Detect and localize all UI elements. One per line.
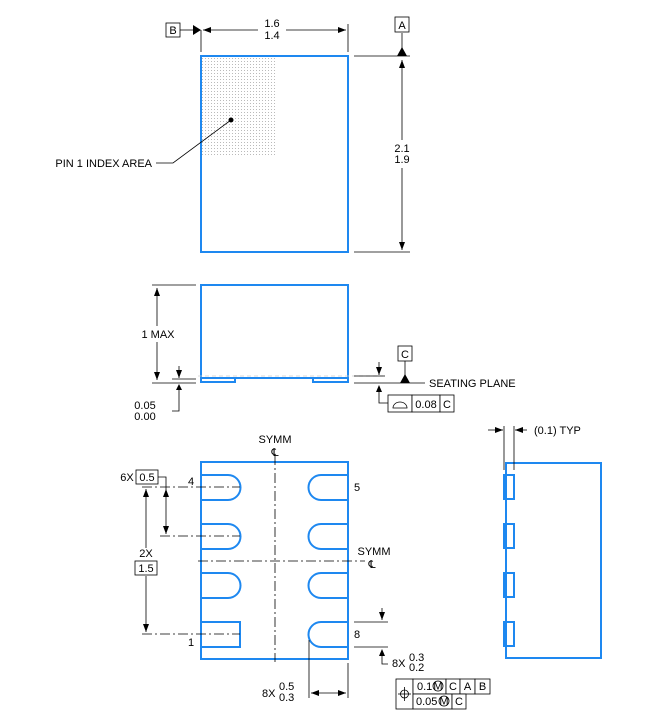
datum-ref: C — [455, 696, 463, 708]
pad-2 — [201, 572, 242, 599]
arrowhead — [176, 384, 182, 390]
package-top-outline — [200, 55, 349, 253]
datum-a-triangle — [397, 47, 407, 56]
pitch-leader — [158, 476, 167, 489]
pad-3 — [201, 523, 242, 550]
pin1-leader — [156, 119, 232, 164]
pin1-index-area — [201, 56, 275, 155]
length-max: 2.1 — [394, 143, 409, 155]
datum-c-box — [397, 345, 413, 362]
symm-label-horizontal: SYMM — [358, 546, 391, 558]
position-tol-2: 0.05 — [416, 696, 437, 708]
datum-ref: C — [449, 681, 457, 693]
mmc-symbol: M — [439, 696, 448, 708]
pad-6 — [307, 523, 348, 550]
position-tol-1: 0.1 — [417, 681, 432, 693]
side-lead — [200, 377, 236, 383]
lead-width-qty: 8X — [392, 658, 406, 670]
pin-label-5: 5 — [354, 482, 360, 494]
pad-8 — [307, 621, 348, 648]
datum-a-box — [394, 16, 410, 33]
pad-4 — [201, 474, 242, 501]
flatness-value: 0.08 — [415, 399, 436, 411]
lead-width-min: 0.2 — [409, 662, 424, 674]
mmc-icon — [438, 695, 450, 707]
pitch-qty: 6X — [120, 472, 134, 484]
end-lead — [503, 474, 515, 500]
datum-b-box — [165, 22, 181, 38]
span-box — [134, 560, 158, 576]
pin-label-4: 4 — [188, 476, 194, 488]
datum-a: A — [398, 20, 406, 32]
datum-b-triangle — [193, 25, 201, 35]
lead-width-max: 0.3 — [409, 652, 424, 664]
span-value: 1.5 — [138, 563, 153, 575]
end-lead — [503, 621, 515, 647]
end-lead — [503, 523, 515, 549]
pin-label-1: 1 — [188, 637, 194, 649]
bottom-view: SYMM ℄ SYMM ℄ 4 5 1 8 6X 0.5 2X 1.5 8X 0… — [120, 434, 491, 710]
standoff-min: 0.00 — [134, 411, 155, 423]
end-lead — [503, 572, 515, 598]
lead-length-min: 0.3 — [279, 692, 294, 704]
datum-ref: A — [464, 681, 472, 693]
mmc-icon — [432, 680, 444, 692]
arrowhead — [376, 385, 382, 392]
standoff-leader — [172, 385, 180, 412]
pin1-label: PIN 1 INDEX AREA — [55, 158, 152, 170]
pin-label-8: 8 — [354, 629, 360, 641]
side-lead — [312, 377, 349, 383]
centerline-icon: ℄ — [367, 559, 375, 571]
position-tolerance-frame: 0.1 M C A B 0.05 M C — [395, 678, 491, 710]
top-view: PIN 1 INDEX AREA 1.6 1.4 B 2.1 1.9 A — [55, 16, 410, 253]
height-label: 1 MAX — [141, 329, 175, 341]
end-view: (0.1) TYP — [488, 425, 602, 659]
package-end-outline — [505, 462, 602, 659]
datum-c-triangle — [400, 374, 410, 383]
span-qty: 2X — [139, 548, 153, 560]
package-side-outline — [200, 284, 349, 379]
datum-c: C — [401, 349, 409, 361]
pitch-value: 0.5 — [139, 472, 154, 484]
flatness-datum: C — [443, 399, 451, 411]
lead-protrusion-label: (0.1) TYP — [534, 425, 581, 437]
standoff-max: 0.05 — [134, 400, 155, 412]
seating-plane-label: SEATING PLANE — [429, 378, 516, 390]
pad-5 — [307, 474, 348, 501]
profile-of-surface-icon — [392, 401, 408, 409]
side-view: 1 MAX 0.05 0.00 C SEATING PLANE 0.08 C — [134, 284, 516, 423]
width-min: 1.4 — [264, 30, 279, 42]
package-bottom-outline — [200, 461, 349, 660]
pad-1 — [201, 621, 241, 648]
flatness-frame: 0.08 C — [387, 394, 455, 413]
datum-b: B — [169, 25, 176, 37]
centerline-icon: ℄ — [270, 447, 278, 459]
mmc-symbol: M — [433, 681, 442, 693]
pad-7 — [307, 572, 348, 599]
flatness-leader — [378, 392, 388, 404]
datum-ref: B — [479, 681, 486, 693]
dim-leader — [381, 656, 388, 665]
lead-length-qty: 8X — [262, 688, 276, 700]
width-max: 1.6 — [264, 18, 279, 30]
pitch-box — [135, 469, 159, 485]
lead-length-max: 0.5 — [279, 681, 294, 693]
symm-label-vertical: SYMM — [259, 434, 292, 446]
length-min: 1.9 — [394, 154, 409, 166]
arrowhead — [379, 649, 385, 656]
